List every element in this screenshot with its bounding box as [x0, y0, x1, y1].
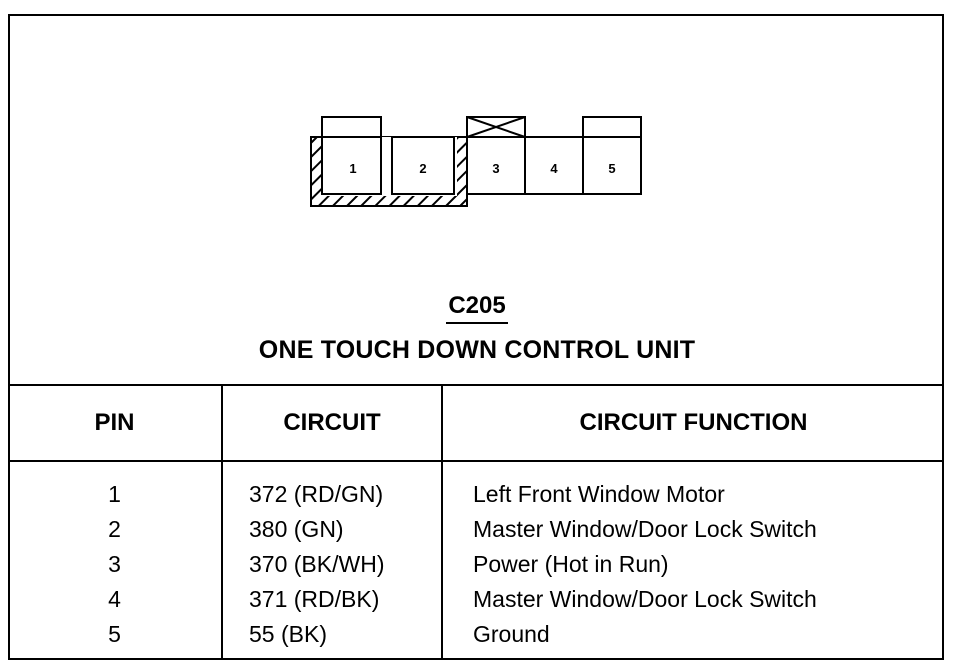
connector-name: ONE TOUCH DOWN CONTROL UNIT [258, 336, 696, 364]
table-row-circuit: 55 (BK) [249, 621, 327, 647]
column-divider [441, 384, 443, 660]
pin-4-cavity [524, 136, 584, 195]
header-circuit-function: CIRCUIT FUNCTION [579, 409, 808, 436]
table-top-rule [8, 384, 944, 386]
table-row-circuit: 372 (RD/GN) [249, 481, 384, 507]
table-row-pin: 4 [108, 586, 121, 612]
table-row-function: Master Window/Door Lock Switch [473, 516, 817, 542]
pin-label: 4 [550, 161, 558, 176]
pin-label: 2 [419, 161, 426, 176]
table-row-circuit: 370 (BK/WH) [249, 551, 385, 577]
pin-label: 1 [349, 161, 356, 176]
pin-3-latch-cross-b [466, 116, 526, 138]
connector-diagram: 1 2 3 4 5 C205 ONE TOUCH DOWN CONTROL UN… [0, 116, 954, 364]
table-row-function: Ground [473, 621, 550, 647]
connector-face-drawing: 1 2 3 4 5 [310, 116, 642, 207]
pin-5-latch [582, 116, 642, 138]
diagram-frame [8, 14, 944, 660]
connector-id-text: C205 [446, 292, 508, 324]
connector-id: C205 [0, 292, 954, 324]
pin-column: 1 2 3 4 5 [8, 477, 221, 652]
table-row-function: Left Front Window Motor [473, 481, 725, 507]
pin-5-cavity [582, 136, 642, 195]
circuit-column: 372 (RD/GN) 380 (GN) 370 (BK/WH) 371 (RD… [249, 477, 439, 652]
table-row-function: Master Window/Door Lock Switch [473, 586, 817, 612]
table-row-function: Power (Hot in Run) [473, 551, 669, 577]
table-row-pin: 3 [108, 551, 121, 577]
table-row-pin: 1 [108, 481, 121, 507]
pin-label: 5 [608, 161, 615, 176]
table-row-circuit: 371 (RD/BK) [249, 586, 380, 612]
header-pin: PIN [94, 409, 135, 436]
pin-1-latch [321, 116, 382, 138]
pin-2-cavity [391, 136, 455, 195]
table-row-pin: 5 [108, 621, 121, 647]
pin-1-cavity [321, 136, 382, 195]
pinout-table: PIN CIRCUIT CIRCUIT FUNCTION 1 2 3 4 5 3… [8, 384, 944, 660]
header-circuit: CIRCUIT [283, 409, 381, 436]
function-column: Left Front Window Motor Master Window/Do… [473, 477, 943, 652]
column-divider [221, 384, 223, 660]
table-row-pin: 2 [108, 516, 121, 542]
pin-label: 3 [492, 161, 499, 176]
table-row-circuit: 380 (GN) [249, 516, 344, 542]
header-divider [8, 460, 944, 462]
